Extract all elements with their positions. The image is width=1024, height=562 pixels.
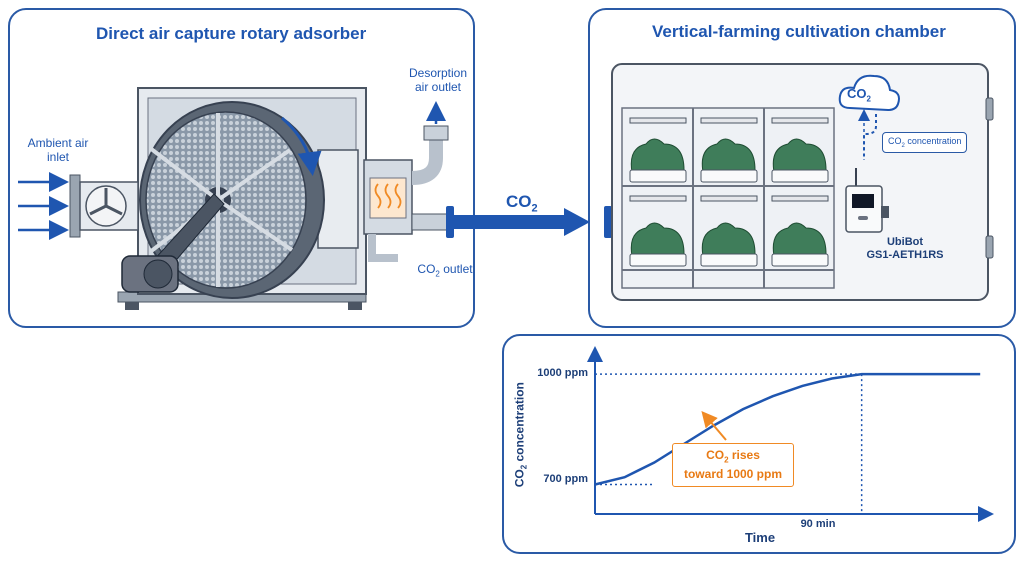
- grow-light: [629, 117, 687, 124]
- x-tick-90min: 90 min: [800, 518, 836, 530]
- chart-axes: [587, 346, 994, 522]
- plant-tray: [629, 169, 687, 183]
- co2-cloud: [838, 74, 900, 112]
- cloud-label: CO2: [847, 86, 871, 104]
- plant-tray: [629, 253, 687, 267]
- plant-leaves: [630, 138, 685, 173]
- plant-tray: [771, 253, 829, 267]
- y-axis-label: CO2 concentration: [512, 382, 529, 488]
- plant-leaves: [701, 222, 756, 257]
- x-axis-label: Time: [744, 530, 776, 545]
- chart-guides: [595, 373, 863, 514]
- plant-trays: [629, 117, 829, 267]
- ambient-air-label: Ambient air inlet: [27, 136, 89, 164]
- plant-leaves: [630, 222, 685, 257]
- co2-transfer-pipe: [454, 206, 612, 238]
- co2-concentration-box: CO2 concentration: [882, 132, 968, 153]
- annotation-arrow: [701, 410, 727, 441]
- ubibot-sensor: [845, 168, 889, 233]
- chart-annotation: CO2 rises toward 1000 ppm: [672, 443, 794, 488]
- grow-light: [700, 117, 758, 124]
- y-tick-700: 700 ppm: [543, 473, 588, 485]
- chamber-title: Vertical-farming cultivation chamber: [652, 22, 946, 41]
- plant-leaves: [772, 222, 827, 257]
- y-tick-1000: 1000 ppm: [537, 367, 588, 379]
- desorption-label: Desorption air outlet: [408, 66, 468, 94]
- plant-tray: [771, 169, 829, 183]
- grow-light: [771, 195, 829, 202]
- co2-flow-label: CO2: [506, 192, 538, 215]
- grow-light: [700, 195, 758, 202]
- plant-leaves: [772, 138, 827, 173]
- plant-tray: [700, 253, 758, 267]
- adsorber-title: Direct air capture rotary adsorber: [96, 24, 367, 43]
- co2-outlet-label: CO2 outlet: [417, 262, 473, 279]
- plant-tray: [700, 169, 758, 183]
- grow-light: [771, 117, 829, 124]
- chart-series-line: [594, 372, 981, 486]
- sensor-link-dotted: [863, 114, 877, 160]
- ambient-air-arrows: [18, 172, 69, 240]
- rotary-adsorber-machine: [69, 87, 454, 310]
- grow-light: [629, 195, 687, 202]
- plant-leaves: [701, 138, 756, 173]
